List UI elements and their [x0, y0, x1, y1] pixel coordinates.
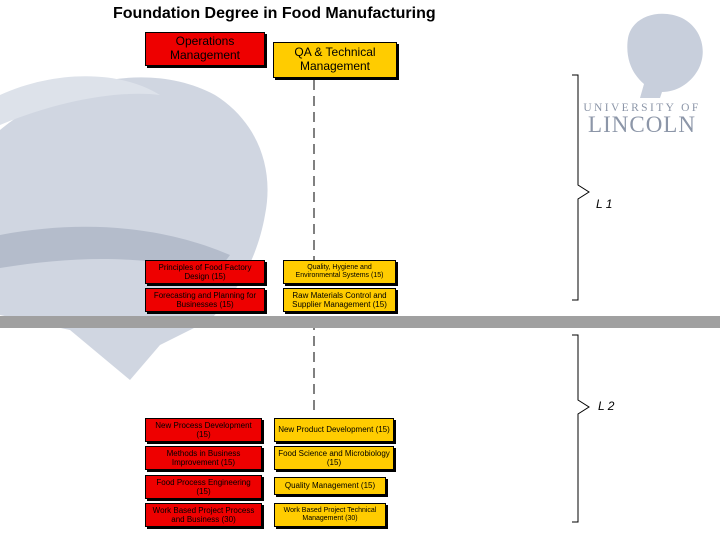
level-label-l1: L 1: [596, 197, 613, 211]
module-methods-business-improvement: Methods in Business Improvement (15): [145, 446, 262, 470]
module-work-based-project-process-business: Work Based Project Process and Business …: [145, 503, 262, 527]
module-quality-hygiene-environmental: Quality, Hygiene and Environmental Syste…: [283, 260, 396, 284]
module-principles-food-factory-design: Principles of Food Factory Design (15): [145, 260, 265, 284]
module-work-based-project-technical: Work Based Project Technical Management …: [274, 503, 386, 527]
level-label-l2: L 2: [598, 399, 615, 413]
module-food-process-engineering: Food Process Engineering (15): [145, 475, 262, 499]
module-quality-management: Quality Management (15): [274, 477, 386, 495]
header-qa-technical-management: QA & Technical Management: [273, 42, 397, 78]
module-raw-materials-supplier: Raw Materials Control and Supplier Manag…: [283, 288, 396, 312]
module-new-process-development: New Process Development (15): [145, 418, 262, 442]
l2-brace: [572, 334, 590, 523]
module-food-science-microbiology: Food Science and Microbiology (15): [274, 446, 394, 470]
logo-university-of: UNIVERSITY OF: [583, 102, 701, 114]
page-title: Foundation Degree in Food Manufacturing: [113, 5, 436, 22]
watermark-crest-shape: [0, 76, 160, 125]
logo-lincoln: LINCOLN: [588, 112, 696, 137]
module-new-product-development: New Product Development (15): [274, 418, 394, 442]
level-divider-band: [0, 316, 720, 328]
l1-brace: [572, 74, 590, 301]
watermark-helmet-shape: [0, 77, 268, 381]
header-operations-management: Operations Management: [145, 32, 265, 66]
module-forecasting-planning: Forecasting and Planning for Businesses …: [145, 288, 265, 312]
logo-head-shape: [627, 13, 703, 99]
